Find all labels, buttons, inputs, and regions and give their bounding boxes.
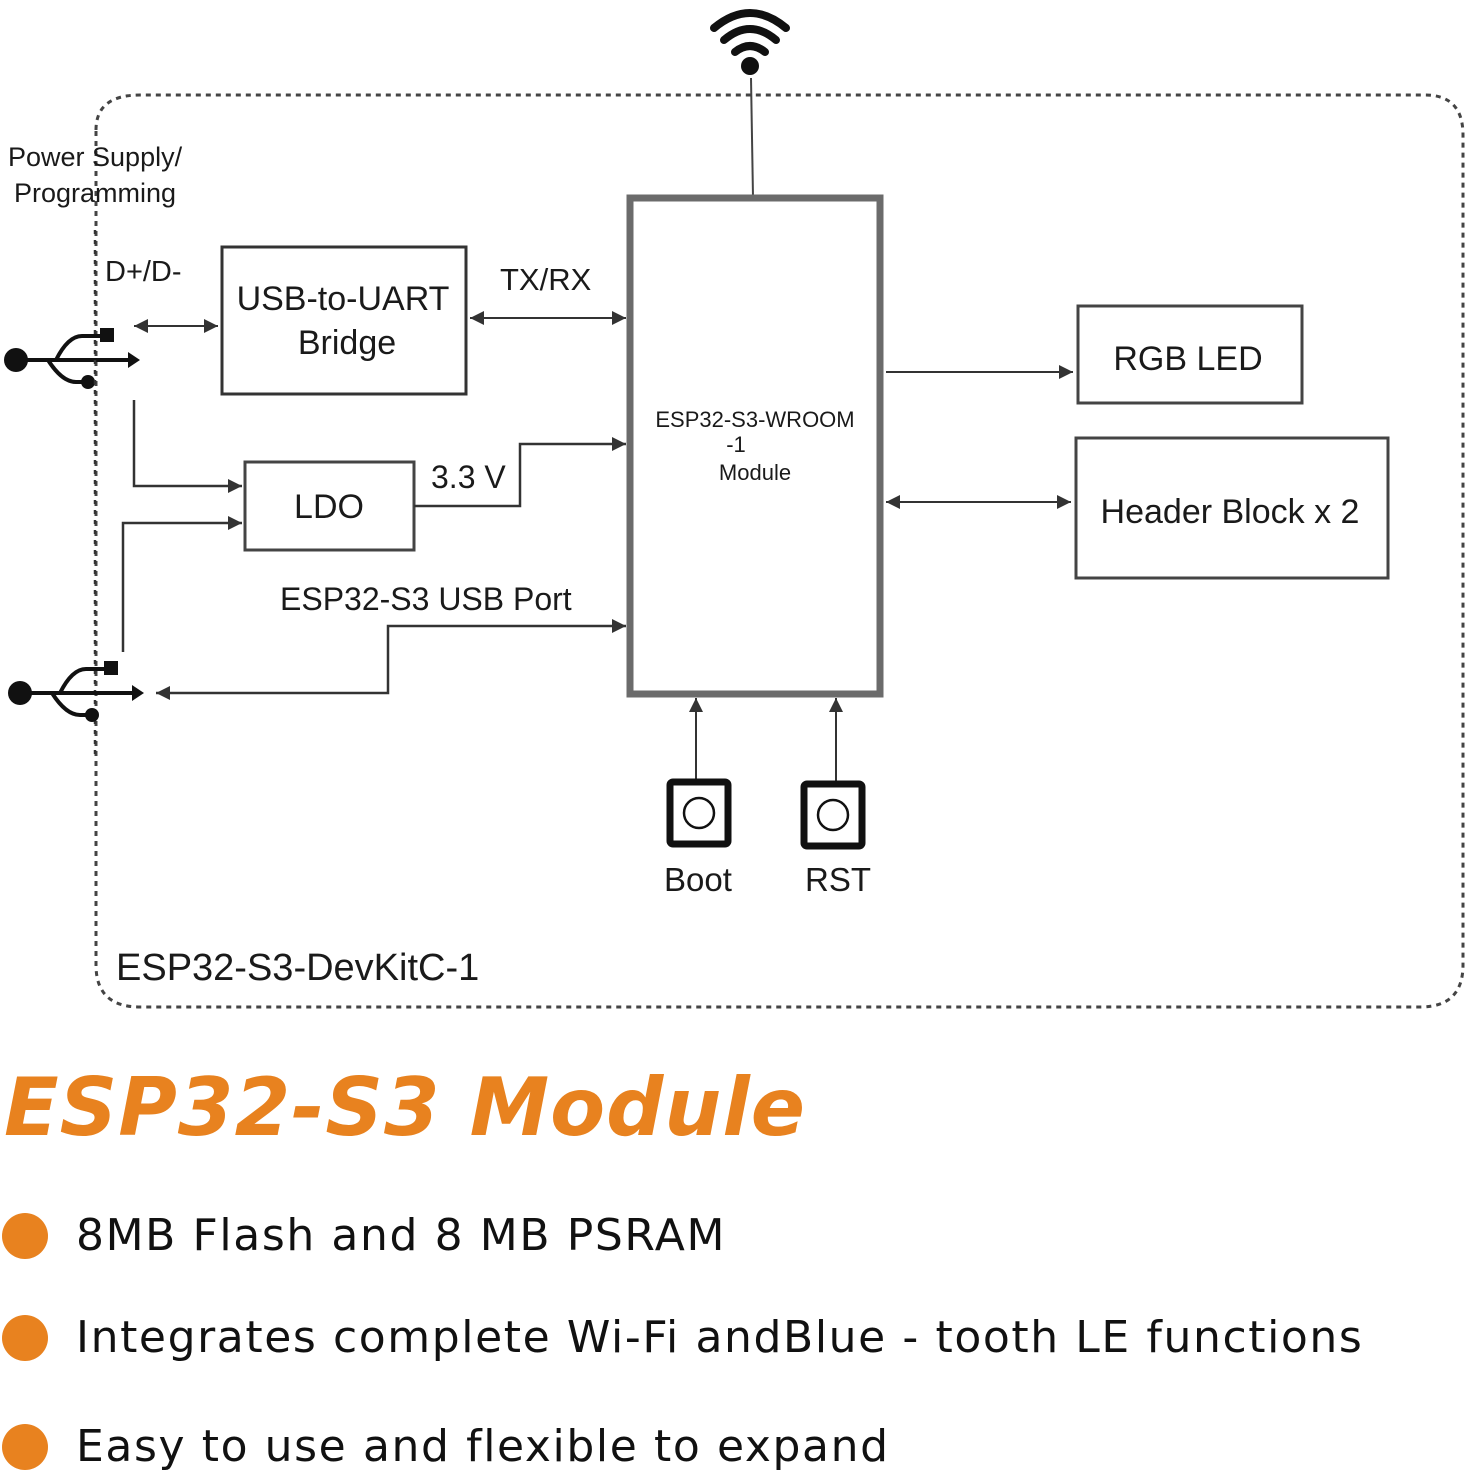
feature-item: Integrates complete Wi-Fi andBlue - toot…	[0, 1312, 1363, 1363]
header-block: Header Block x 2	[1074, 436, 1390, 580]
bullet-icon	[2, 1212, 48, 1259]
usb-port-label: ESP32-S3 USB Port	[280, 581, 572, 617]
headline: ESP32-S3 Module	[4, 1061, 807, 1154]
usb-icon-esp32-port	[8, 661, 144, 722]
wifi-icon	[710, 9, 790, 75]
feature-text: 8MB Flash and 8 MB PSRAM	[76, 1210, 727, 1261]
svg-text:Header Block x 2: Header Block x 2	[1101, 493, 1360, 531]
rst-label: RST	[805, 861, 871, 898]
svg-text:Bridge: Bridge	[298, 324, 396, 362]
bullet-icon	[2, 1314, 48, 1361]
bullet-icon	[2, 1423, 48, 1470]
voltage-label: 3.3 V	[431, 459, 506, 495]
dplus-dminus-label: D+/D-	[105, 256, 182, 288]
board-name-label: ESP32-S3-DevKitC-1	[116, 947, 479, 989]
feature-item: Easy to use and flexible to expand	[0, 1421, 890, 1472]
power-to-ldo-arrow-2	[121, 516, 242, 652]
feature-text: Easy to use and flexible to expand	[76, 1421, 890, 1472]
svg-text:RGB LED: RGB LED	[1113, 340, 1262, 378]
txrx-label: TX/RX	[500, 262, 592, 297]
programming-label-text: Programming	[14, 178, 176, 208]
usb-port-arrow	[156, 619, 626, 700]
ldo-block: LDO	[243, 460, 416, 552]
svg-text:Module: Module	[719, 460, 791, 485]
feature-text: Integrates complete Wi-Fi andBlue - toot…	[76, 1312, 1364, 1363]
rst-button-icon	[800, 780, 866, 850]
boot-label: Boot	[664, 861, 732, 898]
svg-text:USB-to-UART: USB-to-UART	[237, 280, 450, 318]
svg-text:LDO: LDO	[294, 488, 364, 526]
power-supply-label: Power Supply/	[8, 142, 183, 172]
ldo-to-module-arrow	[414, 437, 626, 508]
boot-button-icon	[666, 778, 732, 848]
block-diagram: Power Supply/ Programming D+/D- USB-to-U…	[4, 9, 1465, 1009]
antenna-line	[750, 77, 754, 198]
svg-text:ESP32-S3-WROOM: ESP32-S3-WROOM	[655, 407, 854, 432]
feature-item: 8MB Flash and 8 MB PSRAM	[0, 1210, 726, 1261]
board-boundary	[94, 93, 1465, 1009]
rgb-led-block: RGB LED	[1076, 304, 1304, 405]
svg-text:-1: -1	[726, 432, 746, 457]
esp32-s3-wroom-module: ESP32-S3-WROOM -1 Module	[626, 194, 884, 698]
usb-to-uart-bridge: USB-to-UART Bridge	[220, 245, 468, 396]
power-to-ldo-arrow-1	[132, 400, 242, 493]
usb-icon-power	[4, 328, 140, 389]
